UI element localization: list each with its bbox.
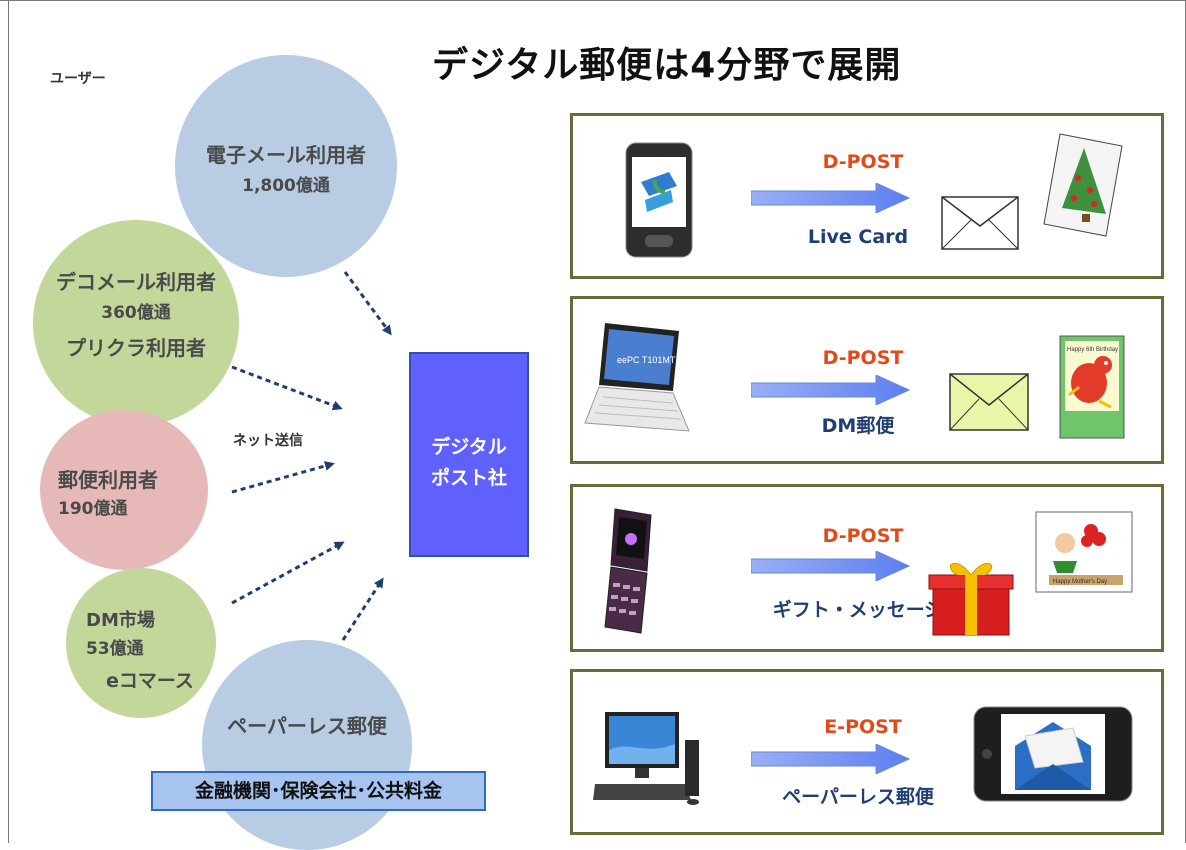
mothers-day-card-text: Happy Mother's Day bbox=[1053, 579, 1107, 585]
flow-arrow-deco bbox=[231, 365, 343, 411]
panel4-service-label: ペーパーレス郵便 bbox=[782, 786, 934, 808]
panel2-service-label: DM郵便 bbox=[821, 415, 895, 437]
postal-users-circle: 郵便利用者 190億通 bbox=[40, 410, 208, 570]
deco-users-count: 360億通 bbox=[101, 303, 171, 323]
birthday-card-text: Happy 6th Birthday bbox=[1067, 347, 1118, 353]
christmas-card-icon bbox=[1043, 133, 1123, 237]
postal-users-label: 郵便利用者 bbox=[58, 468, 158, 492]
digital-post-line2: ポスト社 bbox=[430, 467, 507, 489]
frame-border-left bbox=[8, 0, 9, 843]
page-title: デジタル郵便は4分野で展開 bbox=[432, 45, 902, 86]
flow-arrow-dm bbox=[231, 541, 345, 605]
panel3-post-label: D-POST bbox=[822, 525, 904, 547]
service-panel-paperless-mail: E-POST ペーパーレス郵便 bbox=[570, 669, 1164, 835]
mothers-day-card-icon: Happy Mother's Day bbox=[1035, 511, 1133, 593]
finance-insurance-utilities-box: 金融機関･保険会社･公共料金 bbox=[151, 771, 486, 811]
users-label: ユーザー bbox=[50, 71, 106, 87]
panel2-arrow bbox=[751, 375, 911, 405]
tablet-mail-icon bbox=[973, 706, 1133, 802]
dm-market-count: 53億通 bbox=[86, 639, 144, 659]
postal-users-count: 190億通 bbox=[58, 499, 128, 519]
digital-post-line1: デジタル bbox=[431, 436, 507, 458]
email-users-label: 電子メール利用者 bbox=[206, 143, 366, 167]
service-panel-gift-message: D-POST ギフト・メッセージ Happy Mother's Day bbox=[570, 484, 1164, 652]
envelope-icon bbox=[941, 196, 1019, 250]
birthday-card-icon: Happy 6th Birthday bbox=[1059, 335, 1125, 439]
netbook-icon: eePC T101MT bbox=[584, 323, 690, 432]
email-users-circle: 電子メール利用者 1,800億通 bbox=[175, 55, 397, 277]
green-envelope-icon bbox=[949, 373, 1029, 431]
panel3-service-label: ギフト・メッセージ bbox=[772, 599, 944, 621]
flip-phone-icon bbox=[604, 508, 652, 634]
dm-market-label: DM市場 bbox=[86, 610, 155, 631]
digital-post-company-box: デジタル ポスト社 bbox=[409, 352, 529, 557]
netbook-brand-text: eePC T101MT bbox=[617, 355, 676, 365]
flow-arrow-email bbox=[343, 271, 392, 336]
service-panel-live-card: D-POST Live Card bbox=[570, 113, 1164, 279]
gift-box-icon bbox=[928, 563, 1014, 636]
desktop-computer-icon bbox=[593, 712, 699, 805]
panel1-service-label: Live Card bbox=[807, 226, 909, 248]
panel1-post-label: D-POST bbox=[822, 151, 904, 173]
net-transmission-label: ネット送信 bbox=[233, 433, 303, 449]
ecommerce-label: eコマース bbox=[106, 670, 194, 692]
paperless-users-label: ペーパーレス郵便 bbox=[227, 714, 387, 738]
email-users-count: 1,800億通 bbox=[242, 176, 330, 196]
panel2-post-label: D-POST bbox=[822, 347, 904, 369]
frame-border-top bbox=[0, 0, 1186, 1]
deco-users-label: デコメール利用者 bbox=[56, 270, 216, 294]
smartphone-icon bbox=[625, 142, 693, 258]
flow-arrow-paperless bbox=[341, 577, 384, 641]
panel1-arrow bbox=[751, 183, 911, 213]
service-panel-dm: D-POST DM郵便 eePC T101MT Happy 6th Birthd… bbox=[570, 296, 1164, 464]
panel4-arrow bbox=[751, 744, 911, 774]
dm-market-circle: DM市場 53億通 eコマース bbox=[66, 568, 216, 718]
panel4-post-label: E-POST bbox=[824, 716, 902, 738]
paperless-users-circle: ペーパーレス郵便 bbox=[202, 640, 412, 850]
deco-users-circle: デコメール利用者 360億通 プリクラ利用者 bbox=[33, 220, 239, 426]
flow-arrow-postal bbox=[231, 461, 335, 494]
purikura-users-label: プリクラ利用者 bbox=[66, 336, 206, 360]
panel3-arrow bbox=[751, 551, 911, 581]
